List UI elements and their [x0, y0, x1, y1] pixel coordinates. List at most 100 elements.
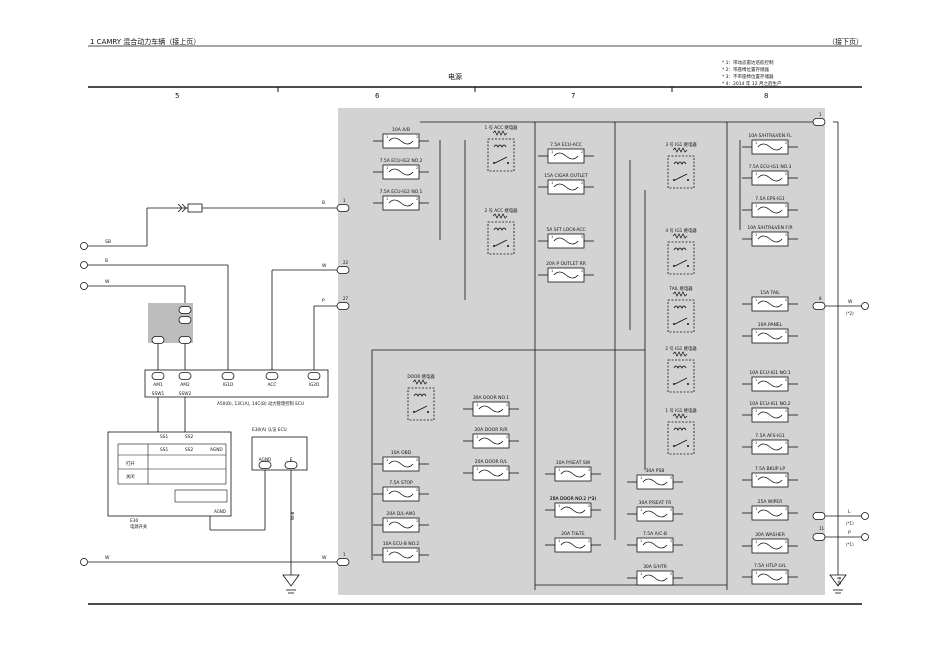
fuse-label: 25A WIPER	[758, 499, 783, 505]
switch-col-header: SS2	[185, 447, 193, 453]
connector-pin-1	[336, 266, 350, 274]
connector-pin-4	[812, 302, 826, 310]
fuse-pin-1: 1	[755, 330, 757, 334]
wire-note: (*1)	[846, 542, 854, 547]
fuse-pin-1: 1	[755, 141, 757, 145]
fuse-pin-1: 1	[640, 508, 642, 512]
fuse-pin-1: 1	[558, 468, 560, 472]
fuse-pin-2: 2	[785, 378, 787, 382]
section-title: 电源	[448, 73, 462, 81]
relay-label: 3 号 IG1 继电器	[665, 141, 697, 148]
fuse-label: 30A PSB	[646, 468, 665, 474]
right-terminal-r3: P(*1)	[846, 530, 869, 547]
fuse-label: 7.5A EPS-IG1	[755, 196, 785, 202]
fuse-pin-2: 2	[670, 572, 672, 576]
fuse-pin-2: 2	[785, 540, 787, 544]
connector-pin-7	[336, 558, 350, 566]
page-header-right: （接下页）	[828, 38, 863, 46]
power-management-ecu	[144, 303, 329, 398]
fuse-pin-2: 2	[416, 135, 418, 139]
fuse-pin-1: 1	[476, 467, 478, 471]
column-number-5: 5	[175, 92, 180, 100]
fuse-pin-2: 2	[416, 197, 418, 201]
column-number-6: 6	[375, 92, 380, 100]
left-terminal-t3: W	[80, 279, 110, 290]
page-header-left: 1 CAMRY 混合动力车辆（接上页）	[90, 38, 201, 46]
connector-pin-18	[284, 461, 298, 469]
right-terminal-r1: W(*2)	[846, 299, 869, 316]
fuse-label: 7.5A ECU-IG1 NO.3	[749, 164, 792, 170]
fuse-pin-1: 1	[386, 166, 388, 170]
ecu-pin-label: AM1	[153, 382, 163, 388]
left-terminal-t4: W	[80, 555, 110, 566]
connector-pin-13	[178, 372, 192, 380]
power-switch-box	[107, 431, 232, 517]
wire-color-b: B	[322, 200, 325, 206]
relay-col8-2: TAIL 继电器	[667, 285, 695, 333]
fuse-label: 30A DOOR NO.1	[473, 395, 509, 401]
connector-id: 1	[343, 198, 346, 203]
column-number-8: 8	[764, 92, 769, 100]
wire-color-label: W	[105, 279, 110, 285]
fuse-label: 7.5A ECU-IG2 NO.2	[380, 158, 423, 164]
left-terminal-t1: SB	[80, 239, 111, 250]
fuse-pin-2: 2	[581, 235, 583, 239]
fuse-pin-1: 1	[558, 504, 560, 508]
fuse-label: 10A ECU-IG1 NO.1	[749, 370, 790, 376]
fuse-pin-1: 1	[558, 539, 560, 543]
external-wires	[88, 121, 862, 575]
footnote-4: * 4：2014 年 12 月之后生产	[722, 82, 782, 87]
fuse-pin-2: 2	[416, 458, 418, 462]
fuse-pin-2: 2	[581, 269, 583, 273]
fuse-pin-2: 2	[785, 474, 787, 478]
smart-ecu-pin: E	[290, 457, 293, 463]
wire-color-label: SB	[105, 239, 111, 245]
bus-lines	[371, 121, 825, 590]
relay-col8-0: 3 号 IG1 继电器	[665, 141, 697, 189]
connector-id: 1	[819, 112, 822, 117]
fuse-pin-2: 2	[588, 539, 590, 543]
column-number-7: 7	[571, 92, 576, 100]
fuse-pin-2: 2	[785, 571, 787, 575]
fuse-pin-1: 1	[386, 197, 388, 201]
fuse-label: 7.5A ECU-ACC	[550, 142, 582, 148]
fuse-pin-2: 2	[416, 519, 418, 523]
connector-pin-2	[336, 302, 350, 310]
connector-pin-3	[812, 118, 826, 126]
fuse-pin-2: 2	[416, 488, 418, 492]
fuse-label: 7.5A BKUP LP	[755, 466, 786, 472]
fuse-label: 7.5A A/C-B	[643, 531, 667, 537]
switch-caption: E30	[130, 518, 138, 524]
left-terminal-t2: B	[80, 258, 108, 269]
footnote-1: * 1：带动态雷达巡航控制	[722, 61, 774, 66]
connector-id: 22	[343, 260, 349, 265]
fuse-label: 10A S/HTR&VEN F/R	[747, 225, 792, 231]
fuse-pin-1: 1	[386, 549, 388, 553]
fuse-pin-1: 1	[386, 135, 388, 139]
fuse-label: 10A ECU-B NO.2	[383, 541, 420, 547]
relay-label: 2 号 IG1 继电器	[665, 345, 697, 352]
wire-color-w2: W	[322, 555, 327, 561]
connector-id: 8	[819, 296, 822, 301]
fuse-label: 15A CIGAR OUTLET	[544, 173, 588, 179]
switch-pin-label: SS1	[160, 434, 168, 440]
fuse-pin-2: 2	[670, 539, 672, 543]
ecu-pin-label: IG2D	[309, 382, 320, 388]
fuse-pin-1: 1	[755, 441, 757, 445]
connector-pin-10	[178, 336, 192, 344]
